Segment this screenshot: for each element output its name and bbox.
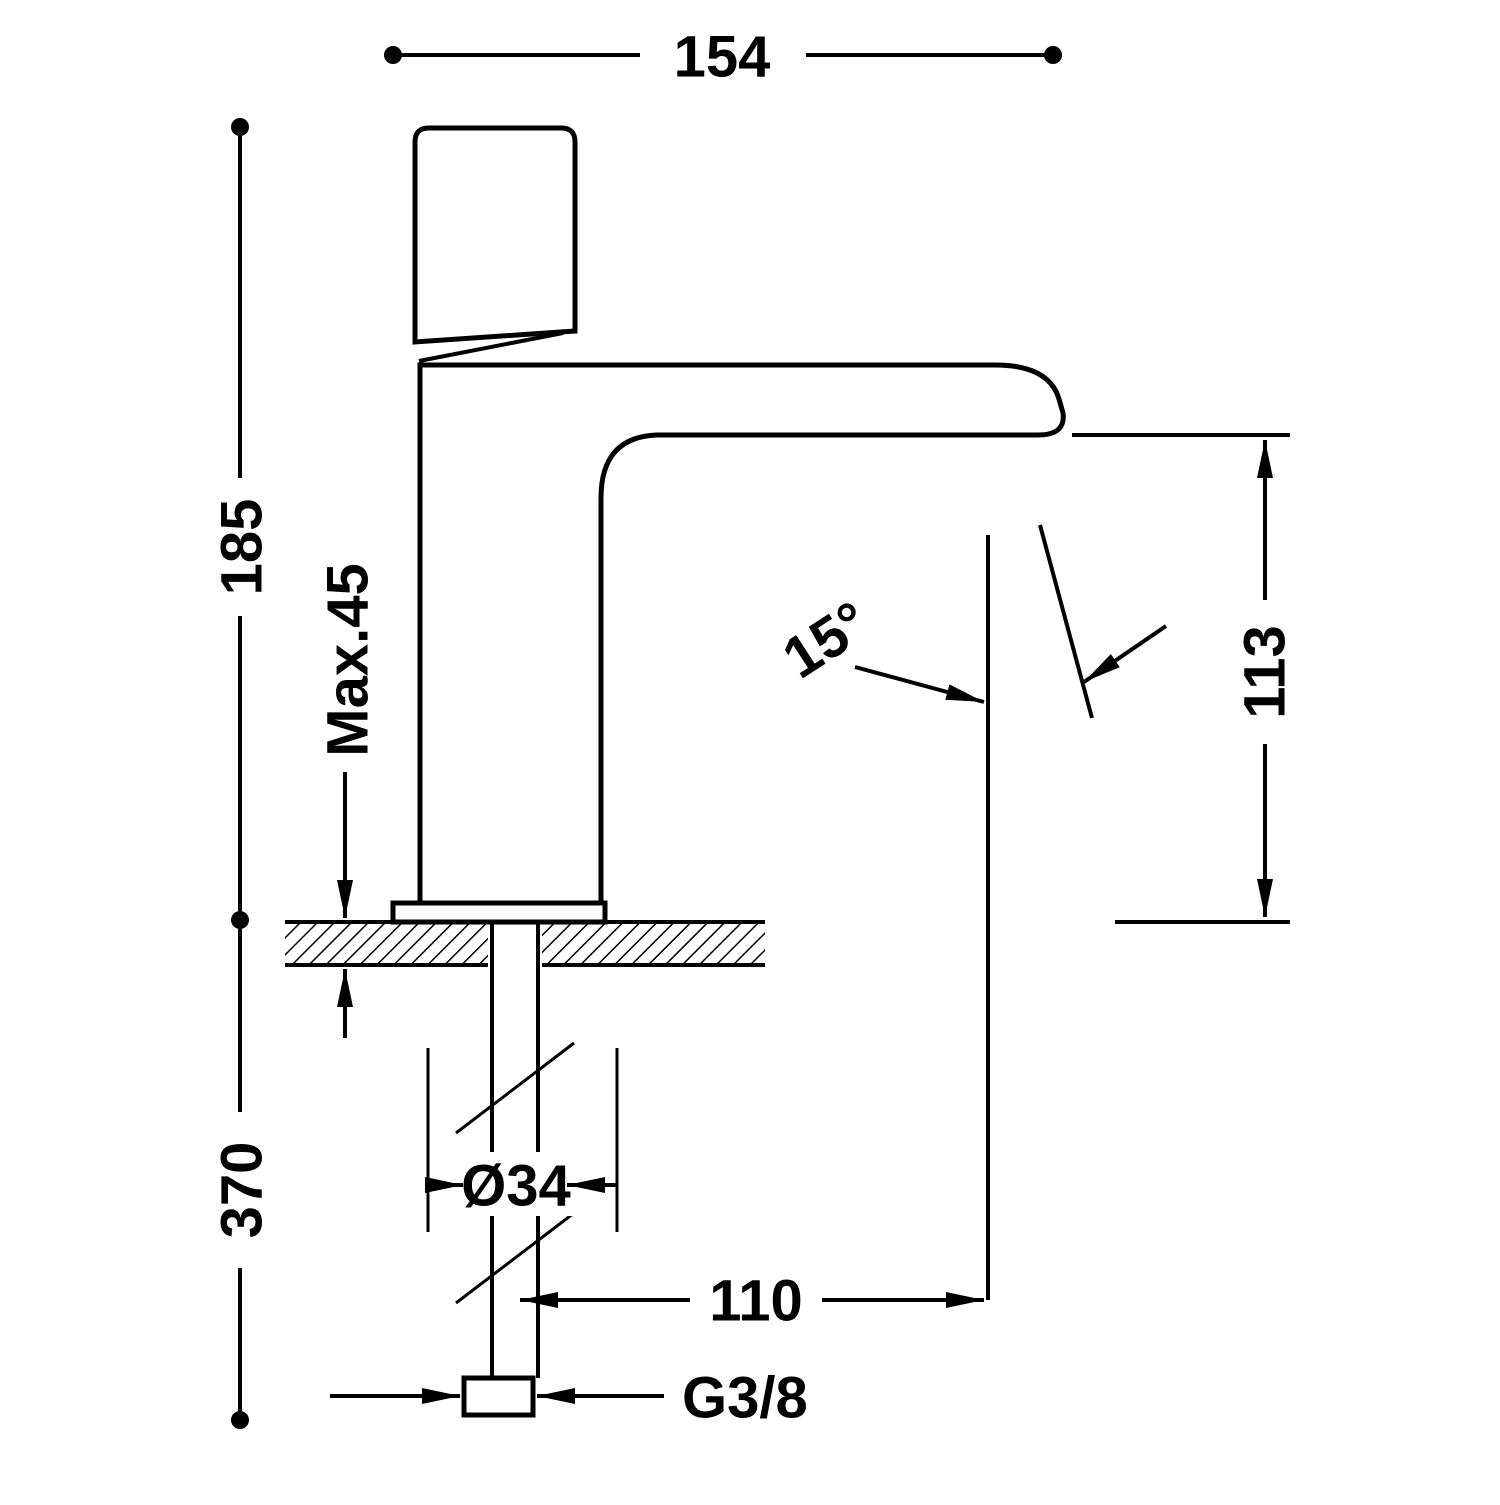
angle-leader-arrow-left (1082, 624, 1168, 684)
dim-max-thickness: Max.45 (316, 563, 381, 1038)
dim-label-g38: G3/8 (682, 1366, 808, 1431)
dim-label-154: 154 (674, 25, 771, 90)
counter-hatch-right (542, 922, 765, 965)
faucet-body (390, 125, 1066, 925)
counter-section (285, 920, 765, 967)
dim-dot (231, 911, 249, 929)
angle-annotation: 15° (772, 524, 1168, 1300)
dim-below-deck-length: 370 (210, 929, 275, 1429)
dim-outlet-height: 113 (1072, 433, 1298, 924)
dim-dot (231, 1411, 249, 1429)
dim-label-max45: Max.45 (316, 563, 381, 756)
dim-spout-reach: 110 (520, 1269, 984, 1334)
dim-overall-height: 185 (210, 118, 275, 929)
supply-connection: G3/8 (330, 1366, 808, 1431)
dim-label-o34: Ø34 (461, 1154, 571, 1219)
dim-overall-width: 154 (384, 25, 1062, 90)
dim-body-diameter: Ø34 (425, 1048, 619, 1232)
lever-underside-line (418, 331, 564, 363)
dim-label-113: 113 (1233, 625, 1298, 719)
dim-label-370: 370 (210, 1142, 275, 1239)
pipe-break-mark-lower (455, 1211, 575, 1305)
thread-fitting (461, 1375, 536, 1418)
dim-label-110: 110 (709, 1269, 803, 1334)
base-plate (390, 900, 608, 925)
dim-label-185: 185 (210, 499, 275, 596)
lever-handle-outline (412, 125, 578, 345)
counter-hatch-left (285, 922, 488, 965)
label-mask (452, 1152, 580, 1216)
body-and-spout-outline (417, 362, 1066, 908)
angle-leader-arrow-right (854, 665, 985, 704)
pipe-break-mark-upper (455, 1041, 575, 1135)
dim-dot (231, 118, 249, 136)
tilted-axis-line (1038, 524, 1094, 719)
dim-label-15deg: 15° (772, 589, 881, 691)
supply-pipe (455, 922, 575, 1378)
